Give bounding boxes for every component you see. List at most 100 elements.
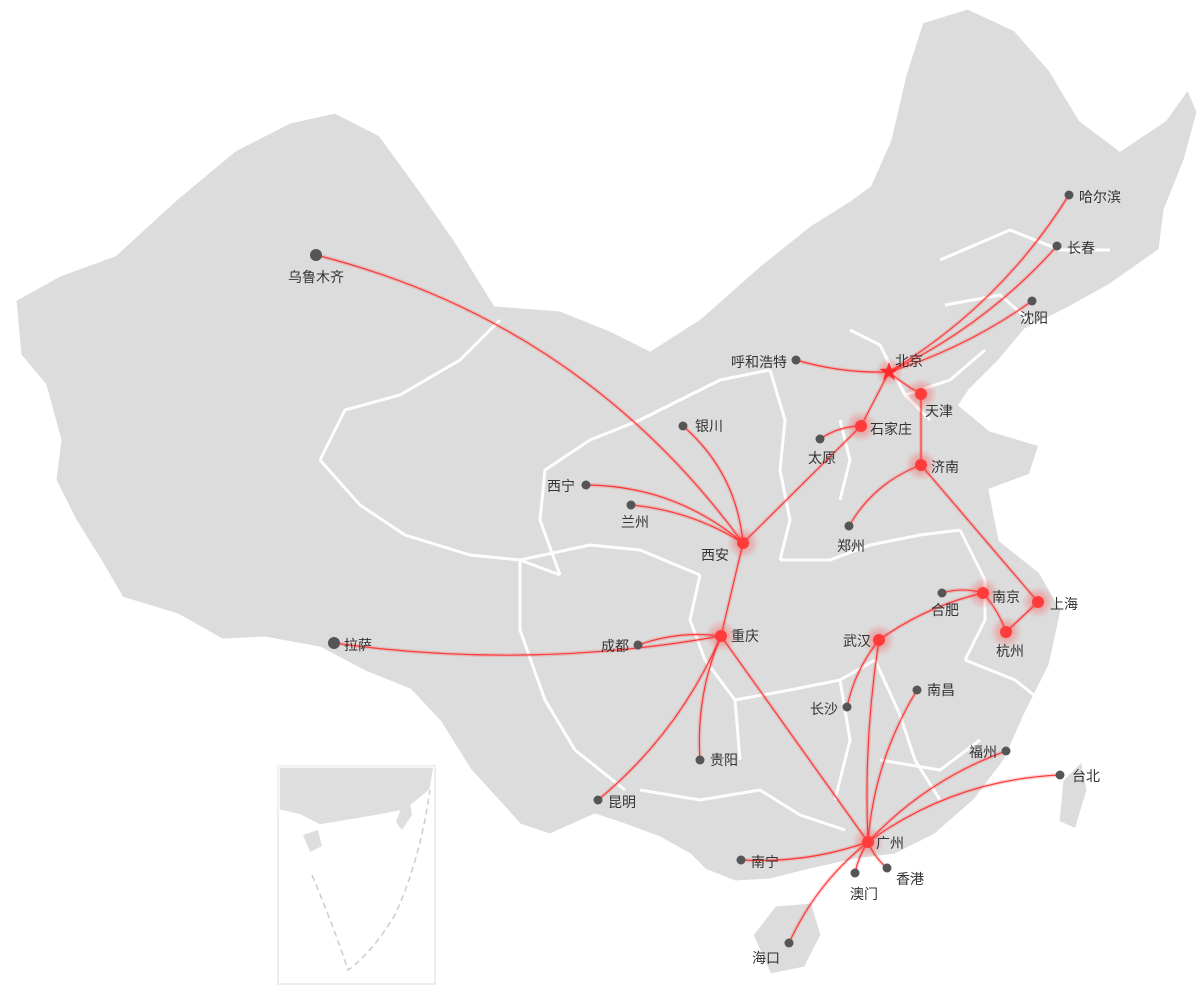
city-marker	[626, 500, 636, 510]
city-label: 武汉	[843, 634, 871, 650]
route-chongqing-guangzhou	[720, 635, 869, 843]
city-xian[interactable]: 西安	[701, 527, 759, 564]
city-label: 北京	[895, 354, 923, 370]
city-yinchuan[interactable]: 银川	[678, 419, 724, 435]
city-chongqing[interactable]: 重庆	[705, 620, 759, 652]
city-guangzhou[interactable]: 广州	[852, 826, 904, 858]
city-label: 哈尔滨	[1079, 190, 1121, 206]
city-marker	[1001, 746, 1011, 756]
city-label: 天津	[925, 404, 953, 420]
city-marker	[310, 249, 322, 261]
city-xining[interactable]: 西宁	[547, 478, 591, 495]
hub-marker	[862, 836, 874, 848]
city-hongkong[interactable]: 香港	[882, 863, 925, 889]
city-chengdu[interactable]: 成都	[601, 639, 643, 655]
city-beijing[interactable]: 北京	[875, 354, 923, 386]
city-taiyuan[interactable]: 太原	[808, 434, 836, 468]
city-label: 重庆	[731, 629, 759, 645]
hub-marker	[855, 420, 867, 432]
hainan-island-shape	[750, 900, 824, 977]
city-label: 南京	[992, 590, 1020, 606]
city-marker	[791, 355, 801, 365]
city-hefei[interactable]: 合肥	[931, 588, 959, 620]
city-label: 合肥	[931, 603, 959, 619]
city-marker	[1027, 296, 1037, 306]
city-label: 兰州	[621, 515, 649, 531]
hub-marker	[915, 459, 927, 471]
route-guangzhou-nanchang	[867, 689, 918, 843]
route-beijing-shenyang	[888, 300, 1033, 373]
city-changsha[interactable]: 长沙	[810, 702, 852, 718]
hub-marker	[977, 587, 989, 599]
city-haikou[interactable]: 海口	[752, 938, 794, 968]
city-urumqi[interactable]: 乌鲁木齐	[288, 249, 344, 286]
city-marker	[678, 421, 688, 431]
city-marker	[1064, 190, 1074, 200]
route-jinan-shanghai	[920, 464, 1039, 603]
city-shijiazhuang[interactable]: 石家庄	[845, 410, 912, 442]
city-label: 昆明	[608, 795, 636, 811]
city-marker	[842, 702, 852, 712]
city-hangzhou[interactable]: 杭州	[990, 616, 1024, 660]
city-label: 沈阳	[1020, 311, 1048, 327]
city-fuzhou[interactable]: 福州	[969, 745, 1011, 761]
route-xian-xining	[585, 484, 744, 544]
city-label: 太原	[808, 451, 836, 467]
city-shenyang[interactable]: 沈阳	[1020, 296, 1048, 328]
hub-marker	[715, 630, 727, 642]
route-chongqing-lhasa	[333, 635, 722, 656]
city-marker	[1055, 770, 1065, 780]
route-xian-urumqi	[315, 254, 744, 544]
city-label: 上海	[1050, 597, 1078, 613]
city-nanning[interactable]: 南宁	[736, 854, 780, 871]
city-harbin[interactable]: 哈尔滨	[1064, 190, 1122, 206]
city-label: 杭州	[996, 644, 1024, 660]
city-label: 石家庄	[870, 421, 912, 438]
city-marker	[912, 685, 922, 695]
city-nanchang[interactable]: 南昌	[912, 683, 956, 699]
city-lhasa[interactable]: 拉萨	[328, 637, 372, 654]
city-marker	[633, 640, 643, 650]
route-chongqing-kunming	[597, 635, 722, 801]
city-jinan[interactable]: 济南	[905, 449, 959, 481]
city-kunming[interactable]: 昆明	[593, 795, 637, 811]
city-label: 南宁	[751, 854, 779, 871]
city-label: 西安	[701, 548, 729, 564]
city-label: 拉萨	[344, 638, 372, 654]
city-label: 西宁	[547, 478, 575, 495]
city-shanghai[interactable]: 上海	[1022, 586, 1078, 618]
city-hohhot[interactable]: 呼和浩特	[731, 355, 801, 371]
city-guiyang[interactable]: 贵阳	[695, 753, 739, 769]
city-label: 海口	[752, 951, 780, 967]
city-marker	[844, 521, 854, 531]
star-icon	[879, 362, 899, 381]
city-lanzhou[interactable]: 兰州	[621, 500, 649, 532]
city-tianjin[interactable]: 天津	[905, 378, 953, 420]
route-shijiazhuang-xian	[742, 425, 862, 544]
city-marker	[328, 637, 340, 649]
city-label: 长春	[1067, 241, 1095, 257]
city-macau[interactable]: 澳门	[850, 868, 878, 904]
city-zhengzhou[interactable]: 郑州	[837, 521, 865, 556]
city-label: 乌鲁木齐	[288, 270, 344, 286]
city-taipei[interactable]: 台北	[1055, 769, 1101, 785]
route-wuhan-guangzhou	[866, 639, 880, 843]
city-label: 香港	[896, 872, 924, 888]
route-beijing-changchun	[888, 245, 1058, 373]
city-nanjing[interactable]: 南京	[967, 577, 1020, 609]
city-label: 澳门	[850, 887, 878, 903]
city-marker	[882, 863, 892, 873]
route-guangzhou-taipei	[867, 774, 1061, 843]
city-label: 台北	[1072, 769, 1100, 785]
city-label: 南昌	[927, 683, 955, 699]
hub-marker	[915, 388, 927, 400]
city-changchun[interactable]: 长春	[1052, 241, 1096, 257]
city-label: 成都	[601, 639, 629, 655]
city-wuhan[interactable]: 武汉	[843, 624, 895, 656]
city-marker	[593, 795, 603, 805]
hub-marker	[1000, 626, 1012, 638]
south-china-sea-inset	[277, 765, 436, 985]
city-label: 济南	[931, 460, 959, 476]
province-borders	[318, 228, 1110, 832]
